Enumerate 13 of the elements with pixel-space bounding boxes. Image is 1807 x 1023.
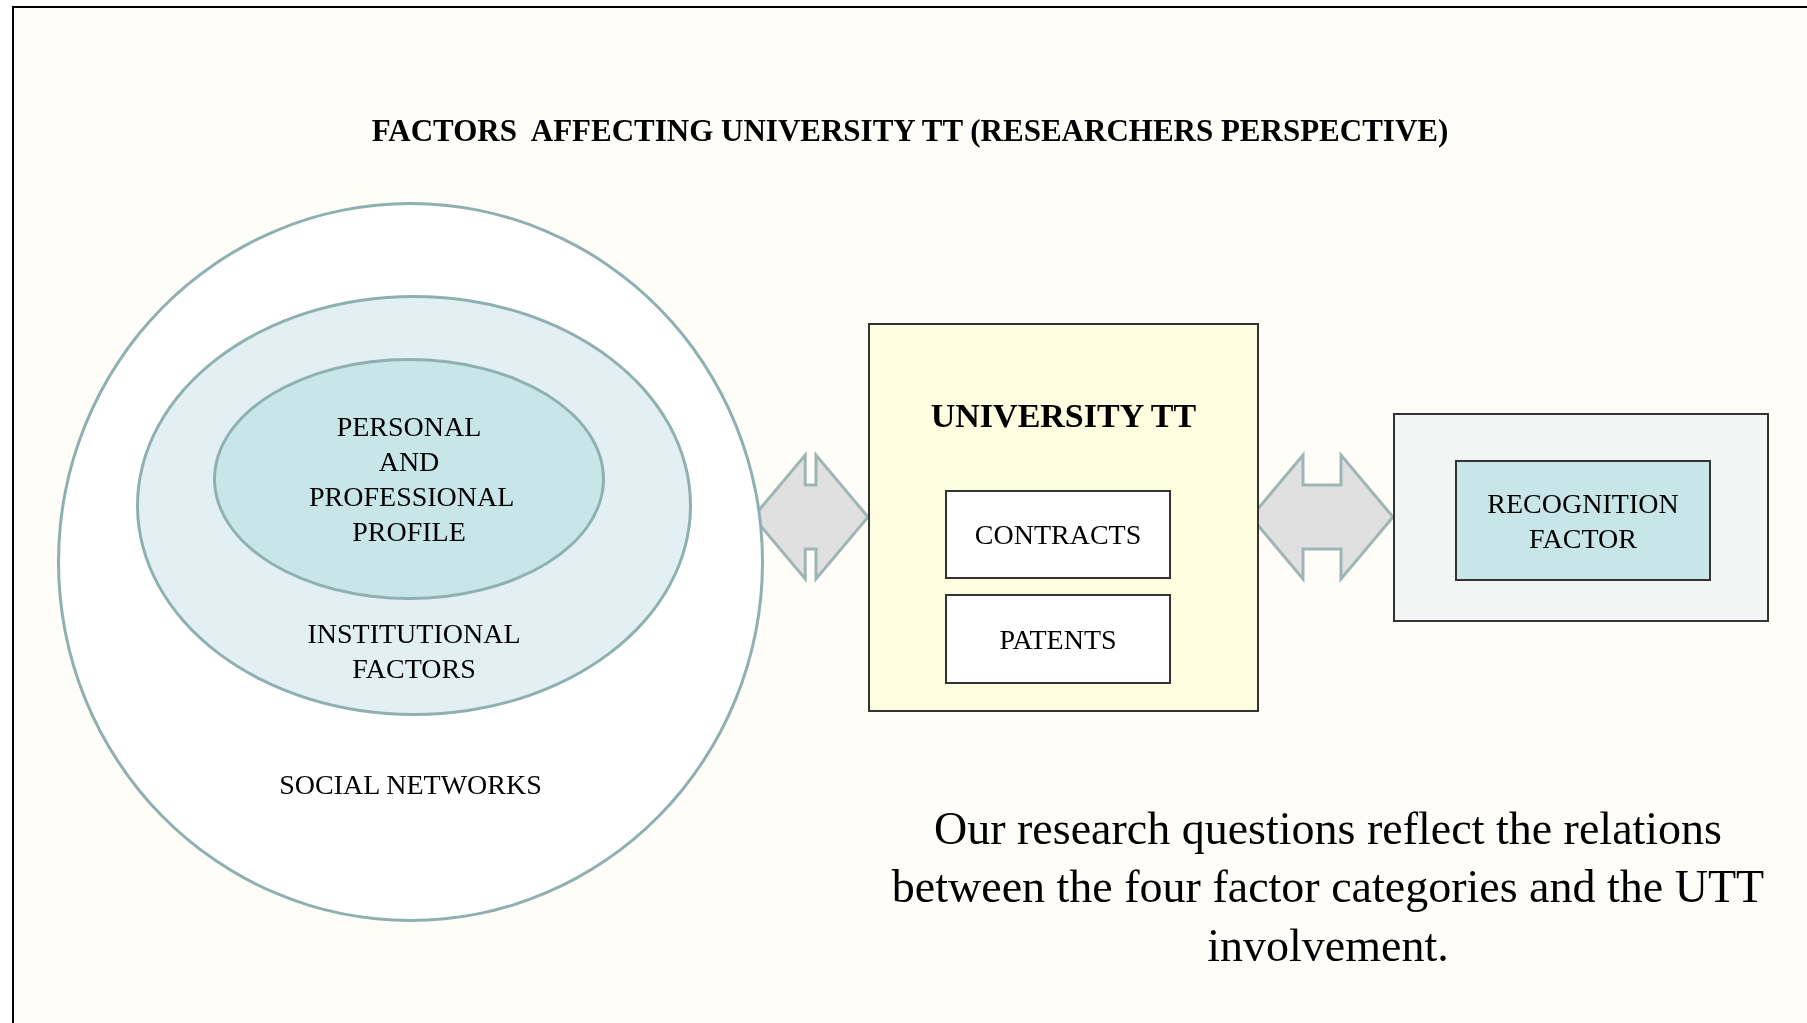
caption: Our research questions reflect the relations between the four factor categories and the UTT involvement. bbox=[890, 802, 1766, 973]
node-label: RECOGNITION FACTOR bbox=[1486, 486, 1680, 556]
recognition-box bbox=[1455, 460, 1711, 581]
node-label: SOCIAL NETWORKS bbox=[279, 768, 542, 802]
recognition-panel bbox=[1393, 413, 1769, 622]
node-label: UNIVERSITY TT bbox=[930, 396, 1197, 436]
node-label: INSTITUTIONAL FACTORS bbox=[306, 617, 522, 686]
node-label: PATENTS bbox=[999, 622, 1117, 657]
patents-box bbox=[945, 594, 1171, 684]
node-label: CONTRACTS bbox=[974, 518, 1142, 552]
title: FACTORS AFFECTING UNIVERSITY TT (RESEARCHERS PERSPECTIVE) bbox=[370, 112, 1450, 150]
university-box bbox=[868, 323, 1259, 712]
contracts-box bbox=[945, 490, 1171, 579]
